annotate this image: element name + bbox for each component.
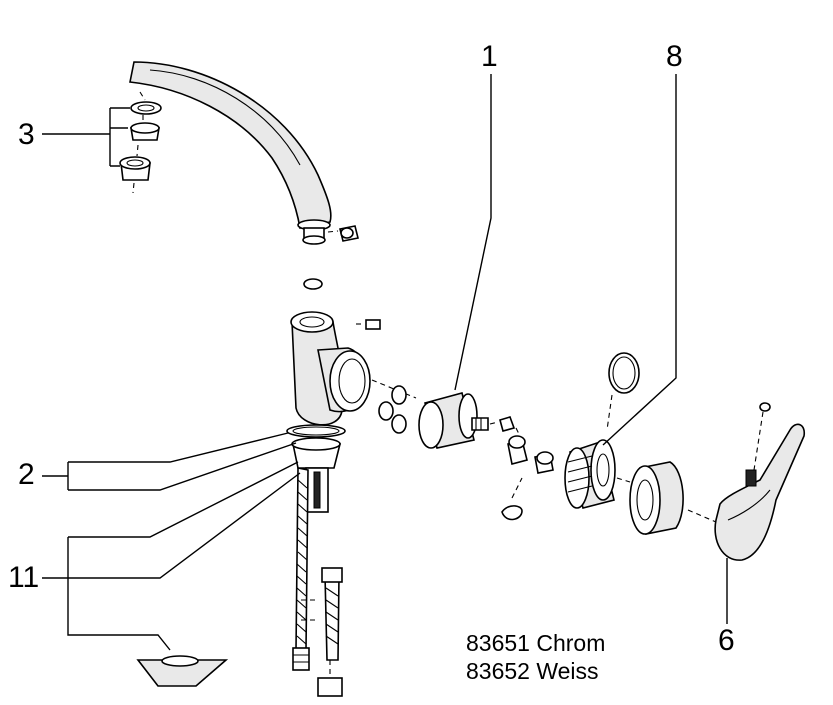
retaining-nut [564, 352, 640, 509]
variant-chrome: 83651 Chrom [466, 630, 606, 656]
callout-1: 1 [481, 40, 498, 73]
base-foot [136, 655, 229, 687]
flex-hose [292, 467, 343, 697]
spout-clip [327, 225, 359, 242]
cartridge [418, 392, 489, 449]
leader-lines [42, 74, 728, 651]
leader-3 [42, 107, 130, 167]
variant-white: 83652 Weiss [466, 658, 599, 684]
grub-screw [356, 319, 381, 330]
spout [129, 61, 332, 245]
aerator-set [119, 91, 162, 194]
callout-2: 2 [18, 458, 35, 491]
leader-2 [42, 432, 297, 491]
leader-1 [454, 74, 492, 391]
body-seals [378, 385, 407, 434]
mixer-body [290, 311, 417, 426]
callout-8: 8 [666, 40, 683, 73]
spout-o-ring [303, 278, 323, 290]
leader-11 [42, 472, 301, 579]
lever-handle [714, 402, 806, 561]
callout-11: 11 [8, 561, 40, 594]
callout-3: 3 [18, 118, 35, 151]
cover-sleeve [629, 461, 717, 535]
base-seals [286, 424, 346, 513]
cartridge-small-parts [489, 416, 554, 521]
leader-8 [602, 74, 677, 446]
callout-6: 6 [718, 624, 735, 657]
leader-11-base [67, 461, 299, 651]
